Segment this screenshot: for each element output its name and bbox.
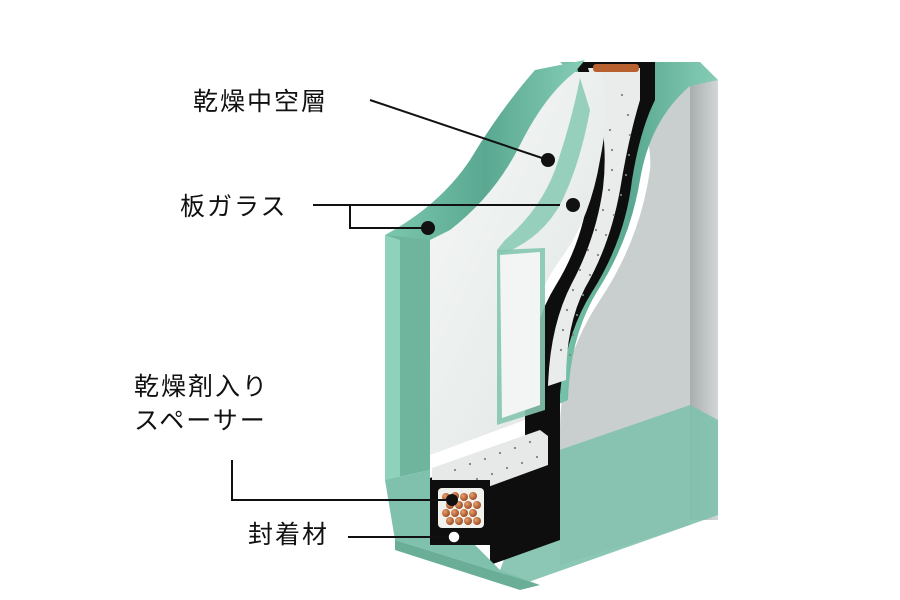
dot-glass-front [421,221,435,235]
leader-dots [421,153,580,544]
leader-glass-inner [349,205,428,229]
dot-hollow-layer [541,153,555,167]
spacer-cross-section [430,480,490,545]
label-plate-glass: 板ガラス [180,192,288,221]
dot-glass-back [566,198,580,212]
label-dry-hollow-layer: 乾燥中空層 [193,87,329,116]
leader-spacer [231,460,446,501]
label-spacer-line2: スペーサー [134,405,267,435]
label-spacer-line1: 乾燥剤入り [134,372,270,401]
label-sealant: 封着材 [248,520,330,549]
dot-spacer [446,494,458,506]
dot-sealant [447,530,461,544]
front-glass-pane [385,60,606,590]
desiccant-top [593,64,639,72]
leader-hollow-layer [369,99,549,161]
label-desiccant-spacer: 乾燥剤入り スペーサー [134,370,269,438]
leader-lines [231,99,560,538]
